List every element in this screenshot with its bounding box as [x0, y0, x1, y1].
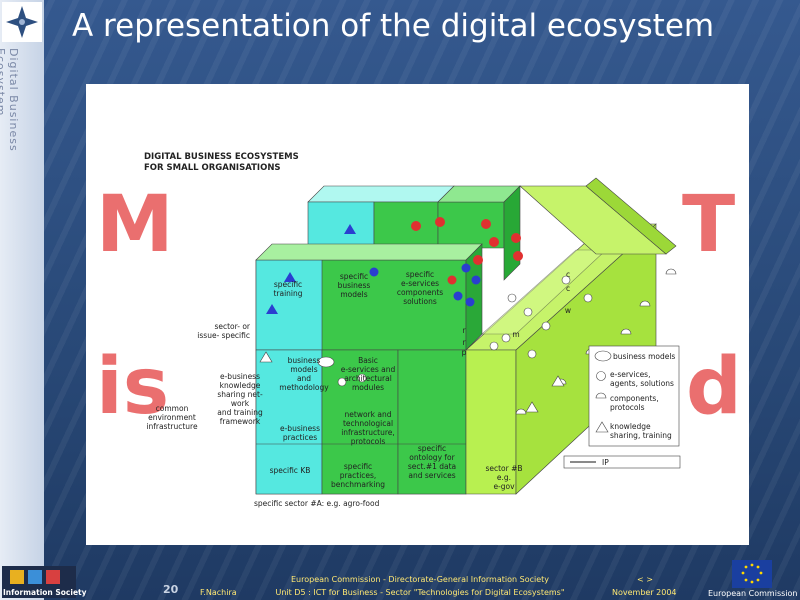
label-sector-or-issue-specific: sector- or issue- specific [197, 322, 250, 340]
left-sidebar-strip: Digital Business Ecosystem [0, 0, 44, 600]
footer-org-line1: European Commission - Directorate-Genera… [290, 575, 550, 584]
legend-ip: IP [602, 458, 609, 467]
cube-letter: r [462, 338, 466, 347]
slide-title: A representation of the digital ecosyste… [72, 8, 715, 44]
logo-icon [2, 2, 42, 42]
cube-letter: m [512, 330, 520, 339]
label-specific-training: specific training [273, 280, 303, 298]
information-society-logo: Information Society [2, 566, 87, 598]
legend-eservices: e-services, agents, solutions [610, 370, 674, 388]
legend-knowledge: knowledge sharing, training [610, 422, 672, 440]
label-network-infrastructure: network and technological infrastructure… [341, 410, 395, 446]
footer-date: November 2004 [612, 588, 677, 597]
diagram-panel: DIGITAL BUSINESS ECOSYSTEMS FOR SMALL OR… [86, 84, 749, 545]
label-specific-practices: specific practices, benchmarking [331, 462, 385, 489]
cube-letter: c [565, 270, 571, 279]
cube-letter: p [461, 348, 467, 357]
ecosystem-block-diagram [255, 177, 681, 495]
side-vertical-text: Digital Business Ecosystem [0, 48, 20, 152]
label-common-environment: common environment infrastructure [146, 404, 198, 431]
page-number: 20 [163, 583, 179, 596]
legend-business-models: business models [613, 352, 676, 361]
cube-letter: w [564, 306, 572, 315]
label-business-models-methodology: business models and methodology [279, 356, 329, 392]
watermark-letter: T [682, 180, 736, 270]
footer-author: F.Nachira [200, 588, 237, 597]
european-commission-logo: European Commission [708, 558, 798, 598]
eu-flag-icon [732, 560, 772, 588]
label-specific-eservices: specific e-services components solutions [396, 270, 444, 306]
label-basic-eservices: Basic e-services and architectural modul… [340, 356, 396, 392]
diagram-heading: DIGITAL BUSINESS ECOSYSTEMS FOR SMALL OR… [144, 152, 299, 173]
cube-letter: r [462, 326, 466, 335]
label-specific-ontology: specific ontology for sect.#1 data and s… [407, 444, 457, 480]
legend-components: components, protocols [610, 394, 659, 412]
label-ebusiness-practices: e-business practices [279, 424, 320, 442]
watermark-letter: M [96, 180, 174, 270]
label-specific-business-models: specific business models [337, 272, 371, 299]
label-specific-kb: specific KB [269, 466, 311, 475]
watermark-letter: d [686, 342, 742, 432]
label-ebusiness-knowledge: e-business knowledge sharing net- work a… [217, 372, 263, 426]
footer-org-line2: Unit D5 : ICT for Business - Sector "Tec… [275, 588, 565, 597]
label-specific-sector-a: specific sector #A: e.g. agro-food [254, 499, 380, 508]
label-sector-b: sector #B e.g. e-gov [485, 464, 523, 491]
cube-letter: c [565, 284, 571, 293]
watermark-letter: is [96, 342, 170, 432]
footer-nav[interactable]: < > [637, 575, 653, 584]
